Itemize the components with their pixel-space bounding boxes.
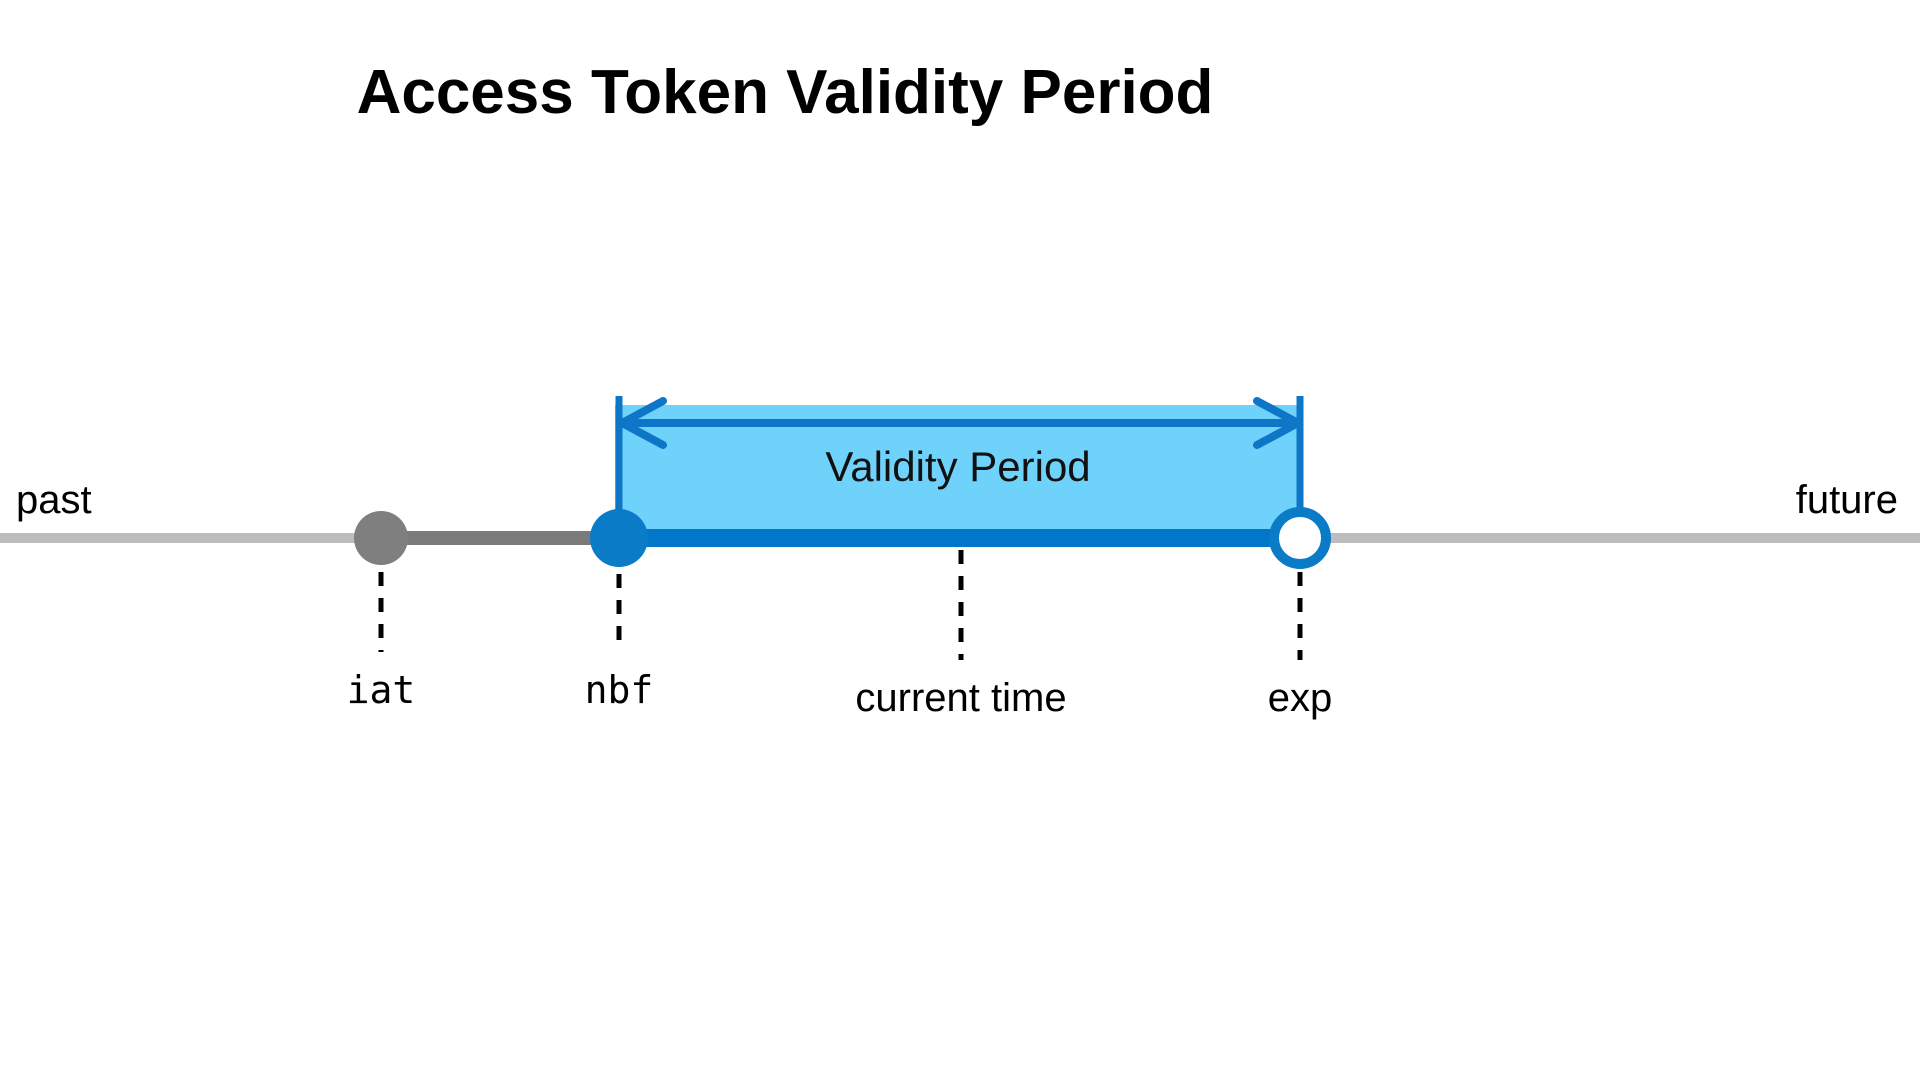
marker-dot-exp — [1269, 507, 1331, 569]
validity-span-arrowhead-left — [618, 397, 667, 449]
validity-span-arrowhead-right — [1253, 397, 1302, 449]
axis-label-past: past — [16, 478, 92, 522]
axis-label-future: future — [1795, 478, 1898, 522]
marker-label-exp: exp — [1267, 676, 1333, 720]
marker-label-nbf: nbf — [584, 668, 654, 712]
validity-period-label: Validity Period — [825, 443, 1091, 490]
page-title: Access Token Validity Period — [356, 58, 1214, 127]
marker-dot-nbf — [590, 509, 648, 567]
marker-label-current-time: current time — [855, 676, 1067, 720]
marker-label-iat: iat — [346, 668, 416, 712]
marker-dot-iat — [354, 511, 408, 565]
